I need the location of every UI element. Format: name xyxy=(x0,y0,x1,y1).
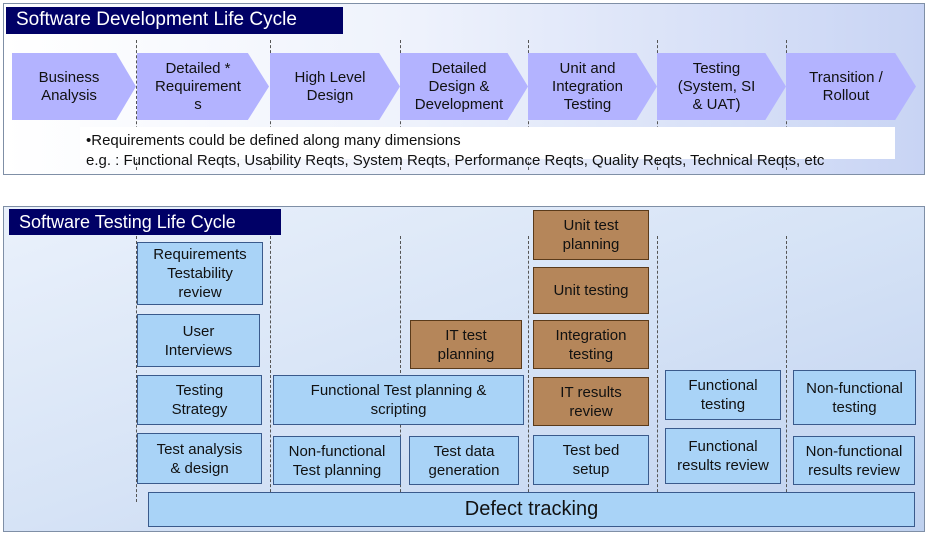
phase-business-analysis: Business Analysis xyxy=(12,53,136,120)
phase-label: High Level Design xyxy=(294,68,366,104)
phase-transition-rollout: Transition / Rollout xyxy=(786,53,916,120)
phase-label: Business Analysis xyxy=(38,68,100,104)
sdlc-title: Software Development Life Cycle xyxy=(6,7,343,34)
phase-detailed-design-development: Detailed Design & Development xyxy=(400,53,528,120)
non-functional-results-review-box: Non-functional results review xyxy=(793,436,915,485)
phase-high-level-design: High Level Design xyxy=(270,53,400,120)
it-results-review-box: IT results review xyxy=(533,377,649,426)
phase-label: Detailed * Requirement s xyxy=(155,59,241,113)
test-analysis-design-box: Test analysis & design xyxy=(137,433,262,484)
functional-testing-box: Functional testing xyxy=(665,370,781,420)
integration-testing-box: Integration testing xyxy=(533,320,649,369)
test-bed-setup-box: Test bed setup xyxy=(533,435,649,485)
non-functional-test-planning-box: Non-functional Test planning xyxy=(273,436,401,485)
unit-testing-box: Unit testing xyxy=(533,267,649,314)
testing-strategy-box: Testing Strategy xyxy=(137,375,262,425)
phase-label: Testing (System, SI & UAT) xyxy=(677,59,756,113)
non-functional-testing-box: Non-functional testing xyxy=(793,370,916,425)
note-line-1: •Requirements could be defined along man… xyxy=(86,132,461,149)
phase-divider xyxy=(786,236,787,502)
unit-test-planning-box: Unit test planning xyxy=(533,210,649,260)
phase-label: Detailed Design & Development xyxy=(414,59,504,113)
phase-testing-system-si-uat: Testing (System, SI & UAT) xyxy=(657,53,786,120)
requirements-note: •Requirements could be defined along man… xyxy=(80,127,895,169)
requirements-testability-review-box: Requirements Testability review xyxy=(137,242,263,305)
stlc-title: Software Testing Life Cycle xyxy=(9,209,281,235)
functional-test-planning-box: Functional Test planning & scripting xyxy=(273,375,524,425)
user-interviews-box: User Interviews xyxy=(137,314,260,367)
phase-label: Transition / Rollout xyxy=(809,68,883,104)
phase-detailed-requirements: Detailed * Requirement s xyxy=(137,53,269,120)
it-test-planning-box: IT test planning xyxy=(410,320,522,369)
phase-divider xyxy=(400,236,401,502)
phase-unit-integration-testing: Unit and Integration Testing xyxy=(528,53,657,120)
phase-divider xyxy=(136,236,137,502)
defect-tracking-bar: Defect tracking xyxy=(148,492,915,527)
phase-label: Unit and Integration Testing xyxy=(552,59,623,113)
phase-divider xyxy=(136,40,137,170)
phase-divider xyxy=(657,236,658,502)
phase-divider xyxy=(270,236,271,502)
functional-results-review-box: Functional results review xyxy=(665,428,781,484)
phase-divider xyxy=(528,236,529,502)
test-data-generation-box: Test data generation xyxy=(409,436,519,485)
note-line-2: e.g. : Functional Reqts, Usability Reqts… xyxy=(86,152,825,169)
